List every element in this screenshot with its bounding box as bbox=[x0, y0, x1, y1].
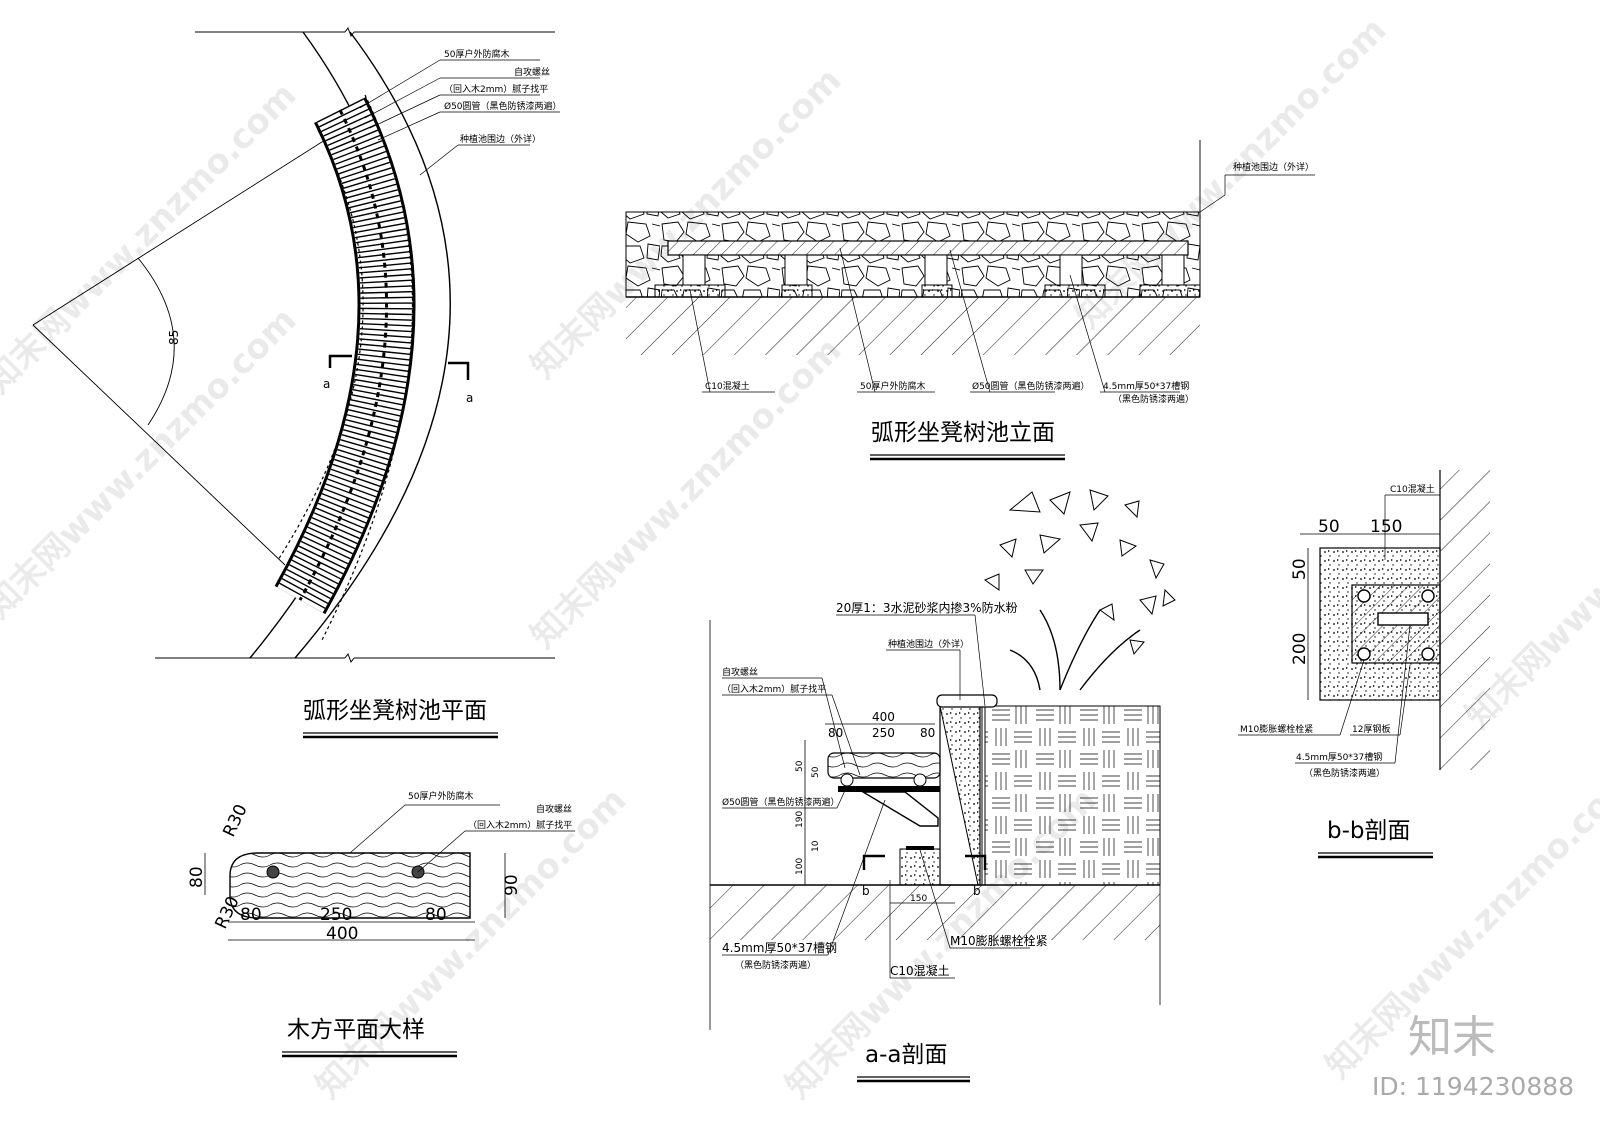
image-id: ID: 1194230888 bbox=[1372, 1072, 1574, 1101]
tree-foliage bbox=[983, 489, 1176, 656]
plan-view: 85 a a 50厚户外防腐木 自攻螺丝 （回入木2mm）腻子找平 Ø50圆管（… bbox=[32, 26, 562, 739]
detail-dim-right: 80 bbox=[425, 905, 447, 925]
detail-dim-middle: 250 bbox=[320, 905, 352, 925]
detail-title: 木方平面大样 bbox=[287, 1017, 425, 1043]
plan-label-screw: 自攻螺丝 bbox=[514, 66, 550, 78]
aa-dim-bottom: 150 bbox=[910, 894, 927, 904]
section-aa-view: b b 20厚1：3水泥砂浆内掺3%防水粉 种植池围边（外详） 自攻螺丝 （回入… bbox=[709, 489, 1176, 1083]
aa-leaders bbox=[722, 614, 1030, 979]
section-bb-view: 50 150 50 200 C10混凝土 M10膨胀螺栓栓紧 12厚钢板 4.5… bbox=[1238, 470, 1490, 859]
elevation-label-pipe: Ø50圆管（黑色防锈漆两遍） bbox=[972, 380, 1090, 392]
aa-dim-v5: 100 bbox=[795, 858, 805, 875]
elevation-label-paint: （黑色防锈漆两遍） bbox=[1113, 393, 1194, 405]
elevation-label-wood: 50厚户外防腐木 bbox=[860, 380, 925, 392]
section-mark-b-right: b bbox=[973, 884, 981, 898]
channel-steel-top bbox=[838, 786, 940, 792]
detail-dim-height-left: 80 bbox=[187, 866, 207, 888]
aa-dim-v1: 50 bbox=[795, 760, 805, 772]
brand-logo: 知末 bbox=[1408, 1012, 1496, 1063]
aa-label-channel: 4.5mm厚50*37槽钢 bbox=[722, 941, 837, 955]
plan-label-putty: （回入木2mm）腻子找平 bbox=[444, 83, 548, 95]
planter-edge-inner bbox=[294, 31, 451, 659]
mortar-layer bbox=[939, 705, 983, 886]
angle-value: 85 bbox=[167, 330, 181, 345]
bb-dim-left-top: 50 bbox=[1290, 558, 1310, 580]
bb-dim-top-left: 50 bbox=[1318, 517, 1340, 537]
bb-dim-left-bottom: 200 bbox=[1290, 633, 1310, 665]
aa-label-concrete: C10混凝土 bbox=[890, 963, 950, 978]
section-mark-right: a bbox=[466, 391, 473, 405]
elevation-leaders bbox=[689, 247, 1180, 393]
plan-label-pipe: Ø50圆管（黑色防锈漆两遍） bbox=[444, 100, 562, 112]
bb-leaders bbox=[1238, 494, 1440, 764]
aa-label-putty: （回入木2mm）腻子找平 bbox=[722, 683, 826, 695]
elevation-view: 种植池围边（外详） C10混凝土 50厚户外防腐木 Ø50圆管（黑色防锈漆两遍）… bbox=[625, 140, 1315, 461]
detail-dim-height-right: 90 bbox=[502, 874, 522, 896]
planter-soil bbox=[984, 705, 1161, 886]
wood-plank bbox=[229, 852, 471, 919]
section-cut-left bbox=[328, 354, 352, 368]
aa-dim-v4: 10 bbox=[811, 840, 821, 852]
bb-dim-top-right: 150 bbox=[1370, 517, 1402, 537]
elevation-label-channel: 4.5mm厚50*37槽钢 bbox=[1103, 380, 1189, 392]
bench-section-plank bbox=[827, 752, 941, 779]
angle-arc bbox=[137, 257, 175, 426]
planter-cap bbox=[936, 694, 998, 708]
bb-channel bbox=[1377, 612, 1429, 626]
aa-label-screw: 自攻螺丝 bbox=[722, 666, 758, 678]
plan-label-edge: 种植池围边（外详） bbox=[460, 133, 541, 145]
aa-dim-left: 80 bbox=[828, 726, 843, 740]
section-bb-title: b-b剖面 bbox=[1327, 818, 1411, 844]
bb-label-plate: 12厚钢板 bbox=[1352, 723, 1390, 735]
bb-label-channel: 4.5mm厚50*37槽钢 bbox=[1296, 751, 1382, 763]
plan-title: 弧形坐凳树池平面 bbox=[303, 698, 487, 724]
section-mark-left: a bbox=[323, 377, 330, 391]
plan-leaders bbox=[359, 59, 560, 176]
screw-hole-left bbox=[266, 865, 280, 879]
detail-radius-top: R30 bbox=[219, 801, 251, 840]
detail-label-screw: 自攻螺丝 bbox=[536, 803, 572, 815]
detail-label-putty: （回入木2mm）腻子找平 bbox=[468, 819, 572, 831]
detail-dim-total: 400 bbox=[326, 924, 358, 944]
wood-detail-view: 50厚户外防腐木 自攻螺丝 （回入木2mm）腻子找平 R30 R30 80 90… bbox=[187, 790, 575, 1058]
aa-dim-v2: 50 bbox=[811, 766, 821, 778]
elevation-label-concrete: C10混凝土 bbox=[705, 380, 750, 392]
aa-label-edge: 种植池围边（外详） bbox=[888, 638, 969, 650]
section-aa-title: a-a剖面 bbox=[865, 1042, 948, 1068]
plan-label-wood: 50厚户外防腐木 bbox=[444, 48, 509, 60]
elevation-title: 弧形坐凳树池立面 bbox=[871, 420, 1055, 446]
aa-dim-total: 400 bbox=[872, 710, 895, 724]
bb-label-paint: （黑色防锈漆两遍） bbox=[1304, 767, 1385, 779]
elevation-top-label: 种植池围边（外详） bbox=[1233, 161, 1314, 173]
aa-dim-middle: 250 bbox=[872, 726, 895, 740]
aa-label-pipe: Ø50圆管（黑色防锈漆两遍） bbox=[722, 796, 840, 808]
tree-branches bbox=[1009, 609, 1141, 691]
aa-label-bolt: M10膨胀螺栓栓紧 bbox=[950, 933, 1048, 948]
aa-label-mortar: 20厚1：3水泥砂浆内掺3%防水粉 bbox=[836, 600, 1018, 615]
bb-label-bolt: M10膨胀螺栓栓紧 bbox=[1240, 723, 1313, 735]
aa-label-paint: （黑色防锈漆两遍） bbox=[735, 959, 816, 971]
section-mark-b-left: b bbox=[862, 884, 870, 898]
aa-dim-v3: 190 bbox=[795, 811, 805, 828]
aa-dim-right: 80 bbox=[920, 726, 935, 740]
bench-bracket bbox=[860, 791, 939, 827]
bench-fixings bbox=[298, 109, 389, 601]
section-cut-right bbox=[448, 361, 470, 380]
detail-label-wood: 50厚户外防腐木 bbox=[408, 790, 473, 802]
detail-dim-left: 80 bbox=[240, 905, 262, 925]
bb-label-concrete: C10混凝土 bbox=[1390, 483, 1435, 495]
footing-block bbox=[899, 848, 941, 886]
svg-text:知末网www.znzmo.com: 知末网www.znzmo.com bbox=[523, 330, 849, 656]
